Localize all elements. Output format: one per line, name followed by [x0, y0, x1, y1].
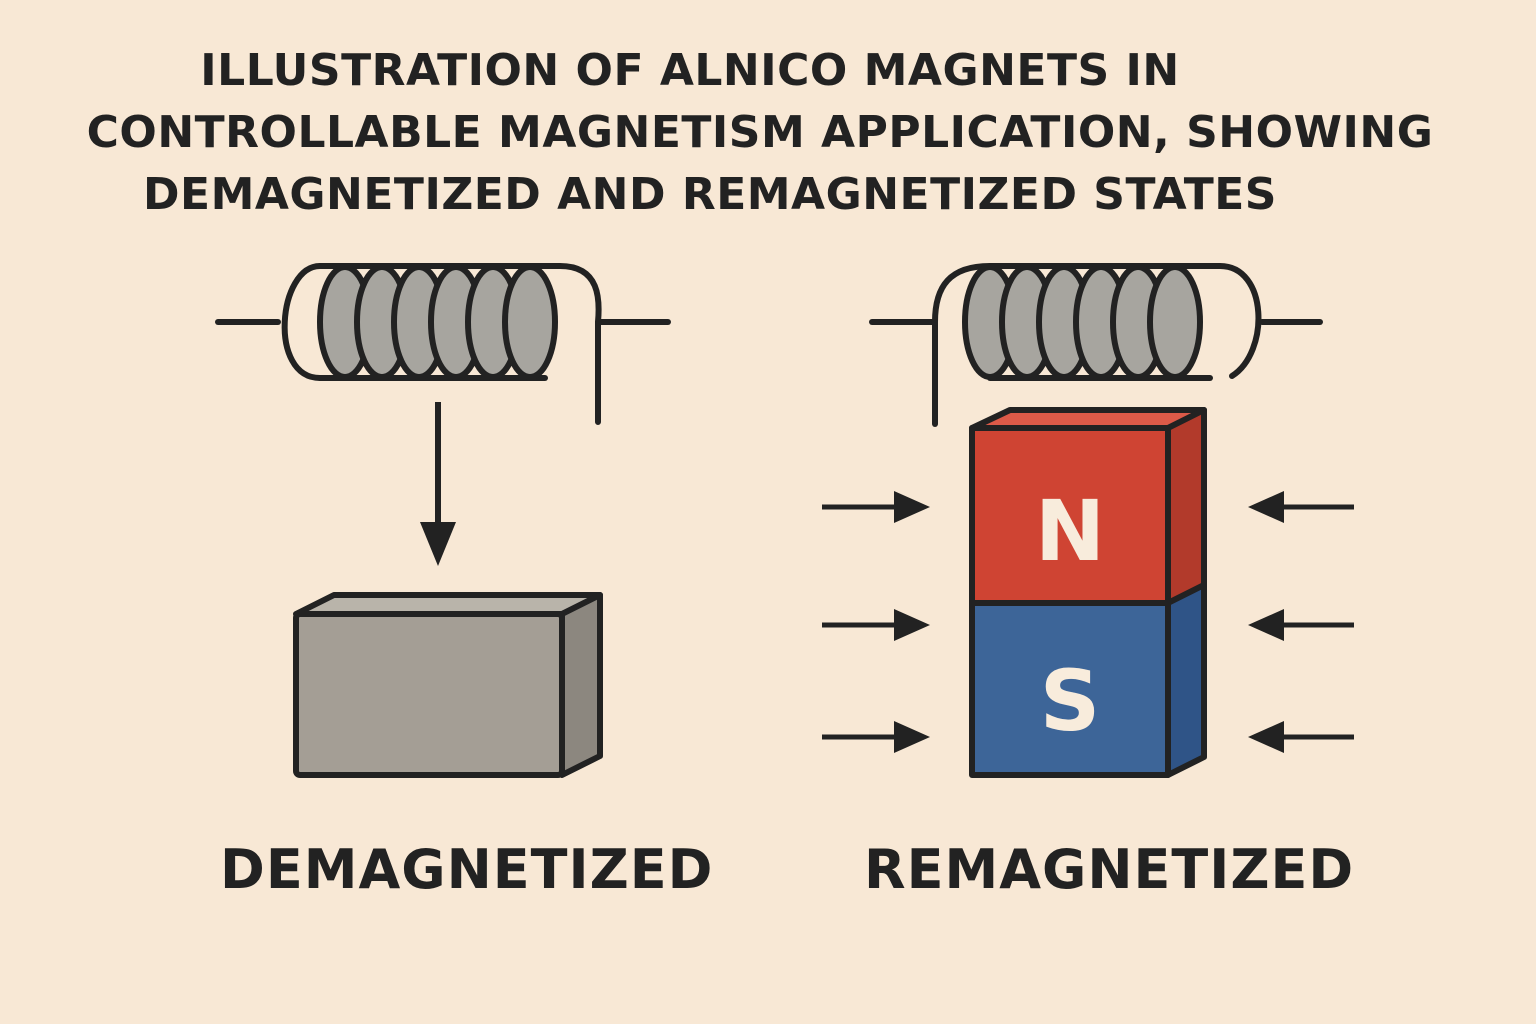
field-arrows-right: [1278, 504, 1354, 740]
demagnetized-label: DEMAGNETIZED: [220, 838, 714, 901]
demagnetized-magnet: [293, 592, 603, 778]
page-title: ILLUSTRATION OF ALNICO MAGNETS IN CONTRO…: [40, 40, 1480, 226]
arrow-left-icon: [1248, 491, 1284, 753]
left-coil-icon: [215, 263, 671, 425]
title-line-3: DEMAGNETIZED AND REMAGNETIZED STATES: [143, 169, 1277, 220]
south-pole-letter: S: [1040, 652, 1101, 750]
arrow-down-icon: [420, 402, 456, 566]
arrow-right-icon: [894, 491, 930, 753]
title-line-1: ILLUSTRATION OF ALNICO MAGNETS IN: [200, 45, 1180, 96]
north-pole-letter: N: [1035, 482, 1105, 580]
remagnetized-label: REMAGNETIZED: [864, 838, 1355, 901]
south-pole: [969, 600, 1171, 778]
right-coil-icon: [869, 263, 1323, 427]
north-pole: [969, 425, 1171, 606]
title-line-2: CONTROLLABLE MAGNETISM APPLICATION, SHOW…: [86, 107, 1434, 158]
remagnetized-magnet: [969, 407, 1207, 778]
field-arrows-left: [822, 504, 900, 740]
